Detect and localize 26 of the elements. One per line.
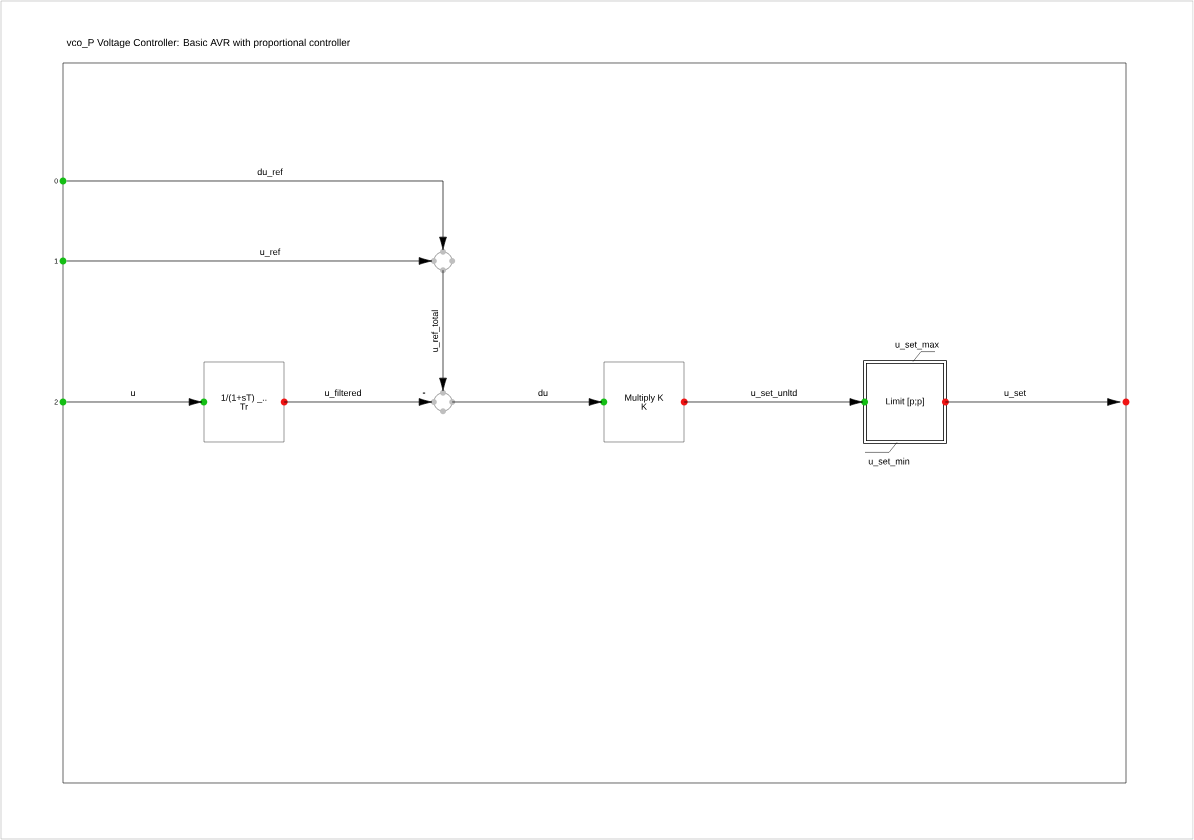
block-box: 1/(1+sT) _.. Tr [200,361,288,443]
output-port [1122,398,1130,406]
arrow [945,398,1121,406]
arrow [66,180,447,251]
sign-label: - [422,392,426,394]
block-box: Multiply K K [600,361,688,443]
summing-junction [430,389,456,415]
arrow [683,398,863,406]
block-box: Limit [p;p] [861,360,949,444]
edge-label: u_set [1004,390,1026,398]
edge-label: du_ref [257,168,283,177]
edge-label: u_filtered [325,389,361,398]
summing-junction [430,248,456,274]
limit-label: u_set_max [895,341,939,362]
limit-label: u_set_min [864,442,910,467]
edge-label: u_set_unltd [751,389,797,398]
arrow [451,398,603,406]
arrow [439,269,447,392]
edge-label: du [538,389,548,397]
arrow [66,257,433,265]
arrow [66,398,203,406]
edge-label: u [131,391,135,397]
title: vco_P Voltage Controller: Basic AVR with proportional controller [66,38,350,49]
edge-label: u_ref_total [431,310,440,352]
edge-label: u_ref [260,248,281,257]
arrow [283,398,433,406]
